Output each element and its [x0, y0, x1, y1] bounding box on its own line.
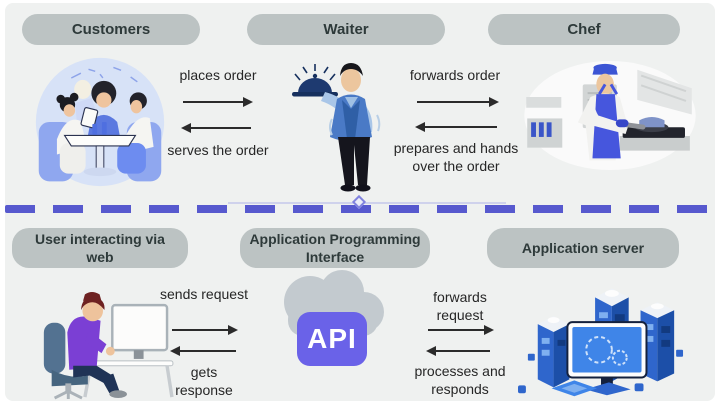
- gets-response-label: gets response: [175, 364, 233, 399]
- waiter-pill: Waiter: [247, 14, 445, 45]
- forwards-request-label: forwards request: [433, 289, 487, 324]
- api-badge-text: API: [307, 323, 357, 354]
- forwards-request-arrow: [428, 325, 494, 335]
- application-server-illustration: [518, 288, 684, 397]
- divider-dashed-line: [5, 205, 715, 213]
- server-pill: Application server: [487, 228, 679, 268]
- user-pill: User interacting via web: [12, 228, 188, 268]
- api-pill: Application Programming Interface: [240, 228, 430, 268]
- waiter-label: Waiter: [323, 20, 369, 38]
- api-label: Application Programming Interface: [249, 230, 421, 265]
- places-order-arrow: [183, 97, 253, 107]
- gets-response-arrow: [170, 346, 236, 356]
- sends-request-label: sends request: [160, 286, 248, 302]
- waiter-illustration: [292, 63, 381, 192]
- divider-line: [228, 202, 506, 204]
- places-order-label: places order: [179, 67, 257, 83]
- sends-request-arrow: [172, 325, 238, 335]
- customers-illustration: [35, 57, 165, 187]
- api-badge: API: [297, 312, 367, 366]
- prepares-order-arrow: [415, 122, 497, 132]
- server-label: Application server: [521, 239, 645, 256]
- forwards-order-arrow: [417, 97, 499, 107]
- chef-illustration: [524, 60, 696, 171]
- serves-order-arrow: [181, 123, 251, 133]
- user-label: User interacting via web: [35, 230, 165, 265]
- forwards-order-label: forwards order: [409, 67, 501, 83]
- chef-label: Chef: [567, 20, 601, 38]
- processes-responds-arrow: [426, 346, 490, 356]
- prepares-order-label: prepares and hands over the order: [393, 140, 519, 175]
- customers-pill: Customers: [22, 14, 200, 45]
- user-at-computer-illustration: [43, 291, 174, 400]
- customers-label: Customers: [71, 20, 151, 38]
- serves-order-label: serves the order: [167, 142, 269, 158]
- processes-responds-label: processes and responds: [414, 363, 506, 398]
- chef-pill: Chef: [488, 14, 680, 45]
